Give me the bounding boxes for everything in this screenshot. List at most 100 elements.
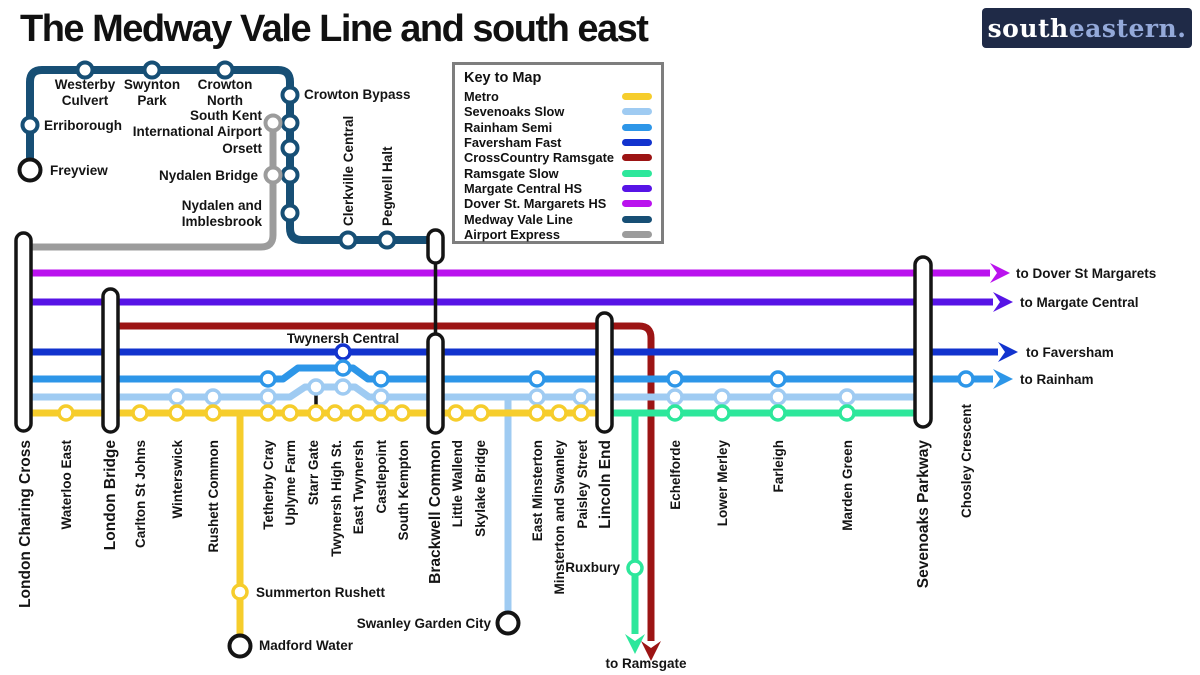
legend-item: Faversham Fast	[464, 135, 652, 150]
station-marker	[372, 388, 390, 406]
interchange-marker	[14, 231, 33, 433]
line-rainham-semi	[23, 364, 993, 383]
legend-item: Airport Express	[464, 227, 652, 242]
station-label: Minsterton and Swanley	[552, 440, 567, 595]
station-label: East Twynersh	[351, 440, 366, 534]
line-medway-vale-line	[26, 66, 429, 244]
station-marker	[142, 60, 162, 80]
station-marker	[168, 404, 186, 422]
station-label: Marden Green	[840, 440, 855, 531]
station-label: Paisley Street	[575, 440, 590, 529]
legend-title: Key to Map	[464, 70, 542, 86]
legend-color-swatch	[622, 108, 652, 116]
legend-item-label: Dover St. Margarets HS	[464, 196, 607, 212]
station-marker	[769, 388, 787, 406]
station-label: Castlepoint	[374, 440, 389, 514]
station-label: Chosley Crescent	[959, 403, 974, 518]
station-marker	[307, 404, 325, 422]
station-label: Orsett	[222, 141, 262, 156]
station-label: Lincoln End	[597, 440, 614, 529]
station-marker	[20, 115, 40, 135]
station-label: Madford Water	[259, 638, 354, 653]
legend-color-swatch	[622, 93, 652, 101]
legend-item-label: CrossCountry Ramsgate	[464, 150, 615, 166]
station-label: Sevenoaks Parkway	[915, 440, 932, 589]
station-marker	[528, 370, 546, 388]
station-label: to Ramsgate	[605, 656, 687, 671]
station-marker	[334, 343, 352, 361]
station-label: to Dover St Margarets	[1016, 266, 1156, 281]
station-label: Carlton St Johns	[133, 440, 148, 548]
station-label: Lower Merley	[715, 440, 730, 527]
station-marker	[263, 113, 283, 133]
station-label: South Kempton	[396, 440, 411, 541]
line-airport-express	[23, 123, 277, 251]
station-marker	[280, 138, 300, 158]
station-marker	[57, 404, 75, 422]
legend-item-label: Airport Express	[464, 226, 561, 242]
station-marker	[666, 370, 684, 388]
station-marker	[334, 378, 352, 396]
interchange-marker	[595, 311, 614, 434]
logo-text-eastern: eastern.	[1068, 13, 1187, 43]
legend-item-label: Faversham Fast	[464, 135, 562, 151]
interchange-marker	[913, 255, 933, 429]
station-marker	[280, 113, 300, 133]
station-label: Farleigh	[771, 440, 786, 493]
legend-item: Dover St. Margarets HS	[464, 196, 652, 211]
direction-arrow	[625, 634, 645, 654]
station-marker	[528, 388, 546, 406]
legend-color-swatch	[622, 123, 652, 131]
station-marker	[769, 370, 787, 388]
station-marker	[348, 404, 366, 422]
station-marker	[259, 388, 277, 406]
station-marker	[334, 359, 352, 377]
station-label: Starr Gate	[306, 440, 321, 506]
logo-text-south: south	[987, 13, 1069, 43]
station-marker	[204, 388, 222, 406]
station-marker	[769, 404, 787, 422]
station-label: Skylake Bridge	[473, 440, 488, 537]
station-marker	[550, 404, 568, 422]
station-label: East Minsterton	[530, 440, 545, 541]
legend-item-label: Margate Central HS	[464, 180, 583, 196]
legend-item: CrossCountry Ramsgate	[464, 150, 652, 165]
direction-arrow	[641, 641, 661, 661]
direction-arrow	[993, 369, 1013, 389]
terminus-marker	[227, 633, 253, 659]
station-marker	[377, 230, 397, 250]
station-marker	[713, 388, 731, 406]
station-label: Waterloo East	[59, 440, 74, 530]
station-label: Crowton Bypass	[304, 87, 411, 102]
station-label: Tetherby Cray	[261, 440, 276, 530]
line-sevenoaks-slow	[23, 383, 919, 401]
station-marker	[838, 404, 856, 422]
station-marker	[204, 404, 222, 422]
station-marker	[280, 203, 300, 223]
station-marker	[75, 60, 95, 80]
station-label: London Bridge	[102, 440, 119, 551]
interchange-marker	[426, 332, 445, 435]
legend-item-label: Sevenoaks Slow	[464, 104, 565, 120]
legend-item: Metro	[464, 89, 652, 104]
station-label: London Charing Cross	[17, 440, 34, 608]
legend-color-swatch	[622, 184, 652, 192]
station-label: Ruxbury	[565, 560, 620, 575]
legend-item-label: Medway Vale Line	[464, 211, 573, 227]
legend-color-swatch	[622, 200, 652, 208]
legend-item-label: Metro	[464, 89, 499, 105]
station-marker	[168, 388, 186, 406]
station-marker	[281, 404, 299, 422]
station-marker	[528, 404, 546, 422]
station-marker	[338, 230, 358, 250]
station-marker	[280, 85, 300, 105]
legend-color-swatch	[622, 139, 652, 147]
